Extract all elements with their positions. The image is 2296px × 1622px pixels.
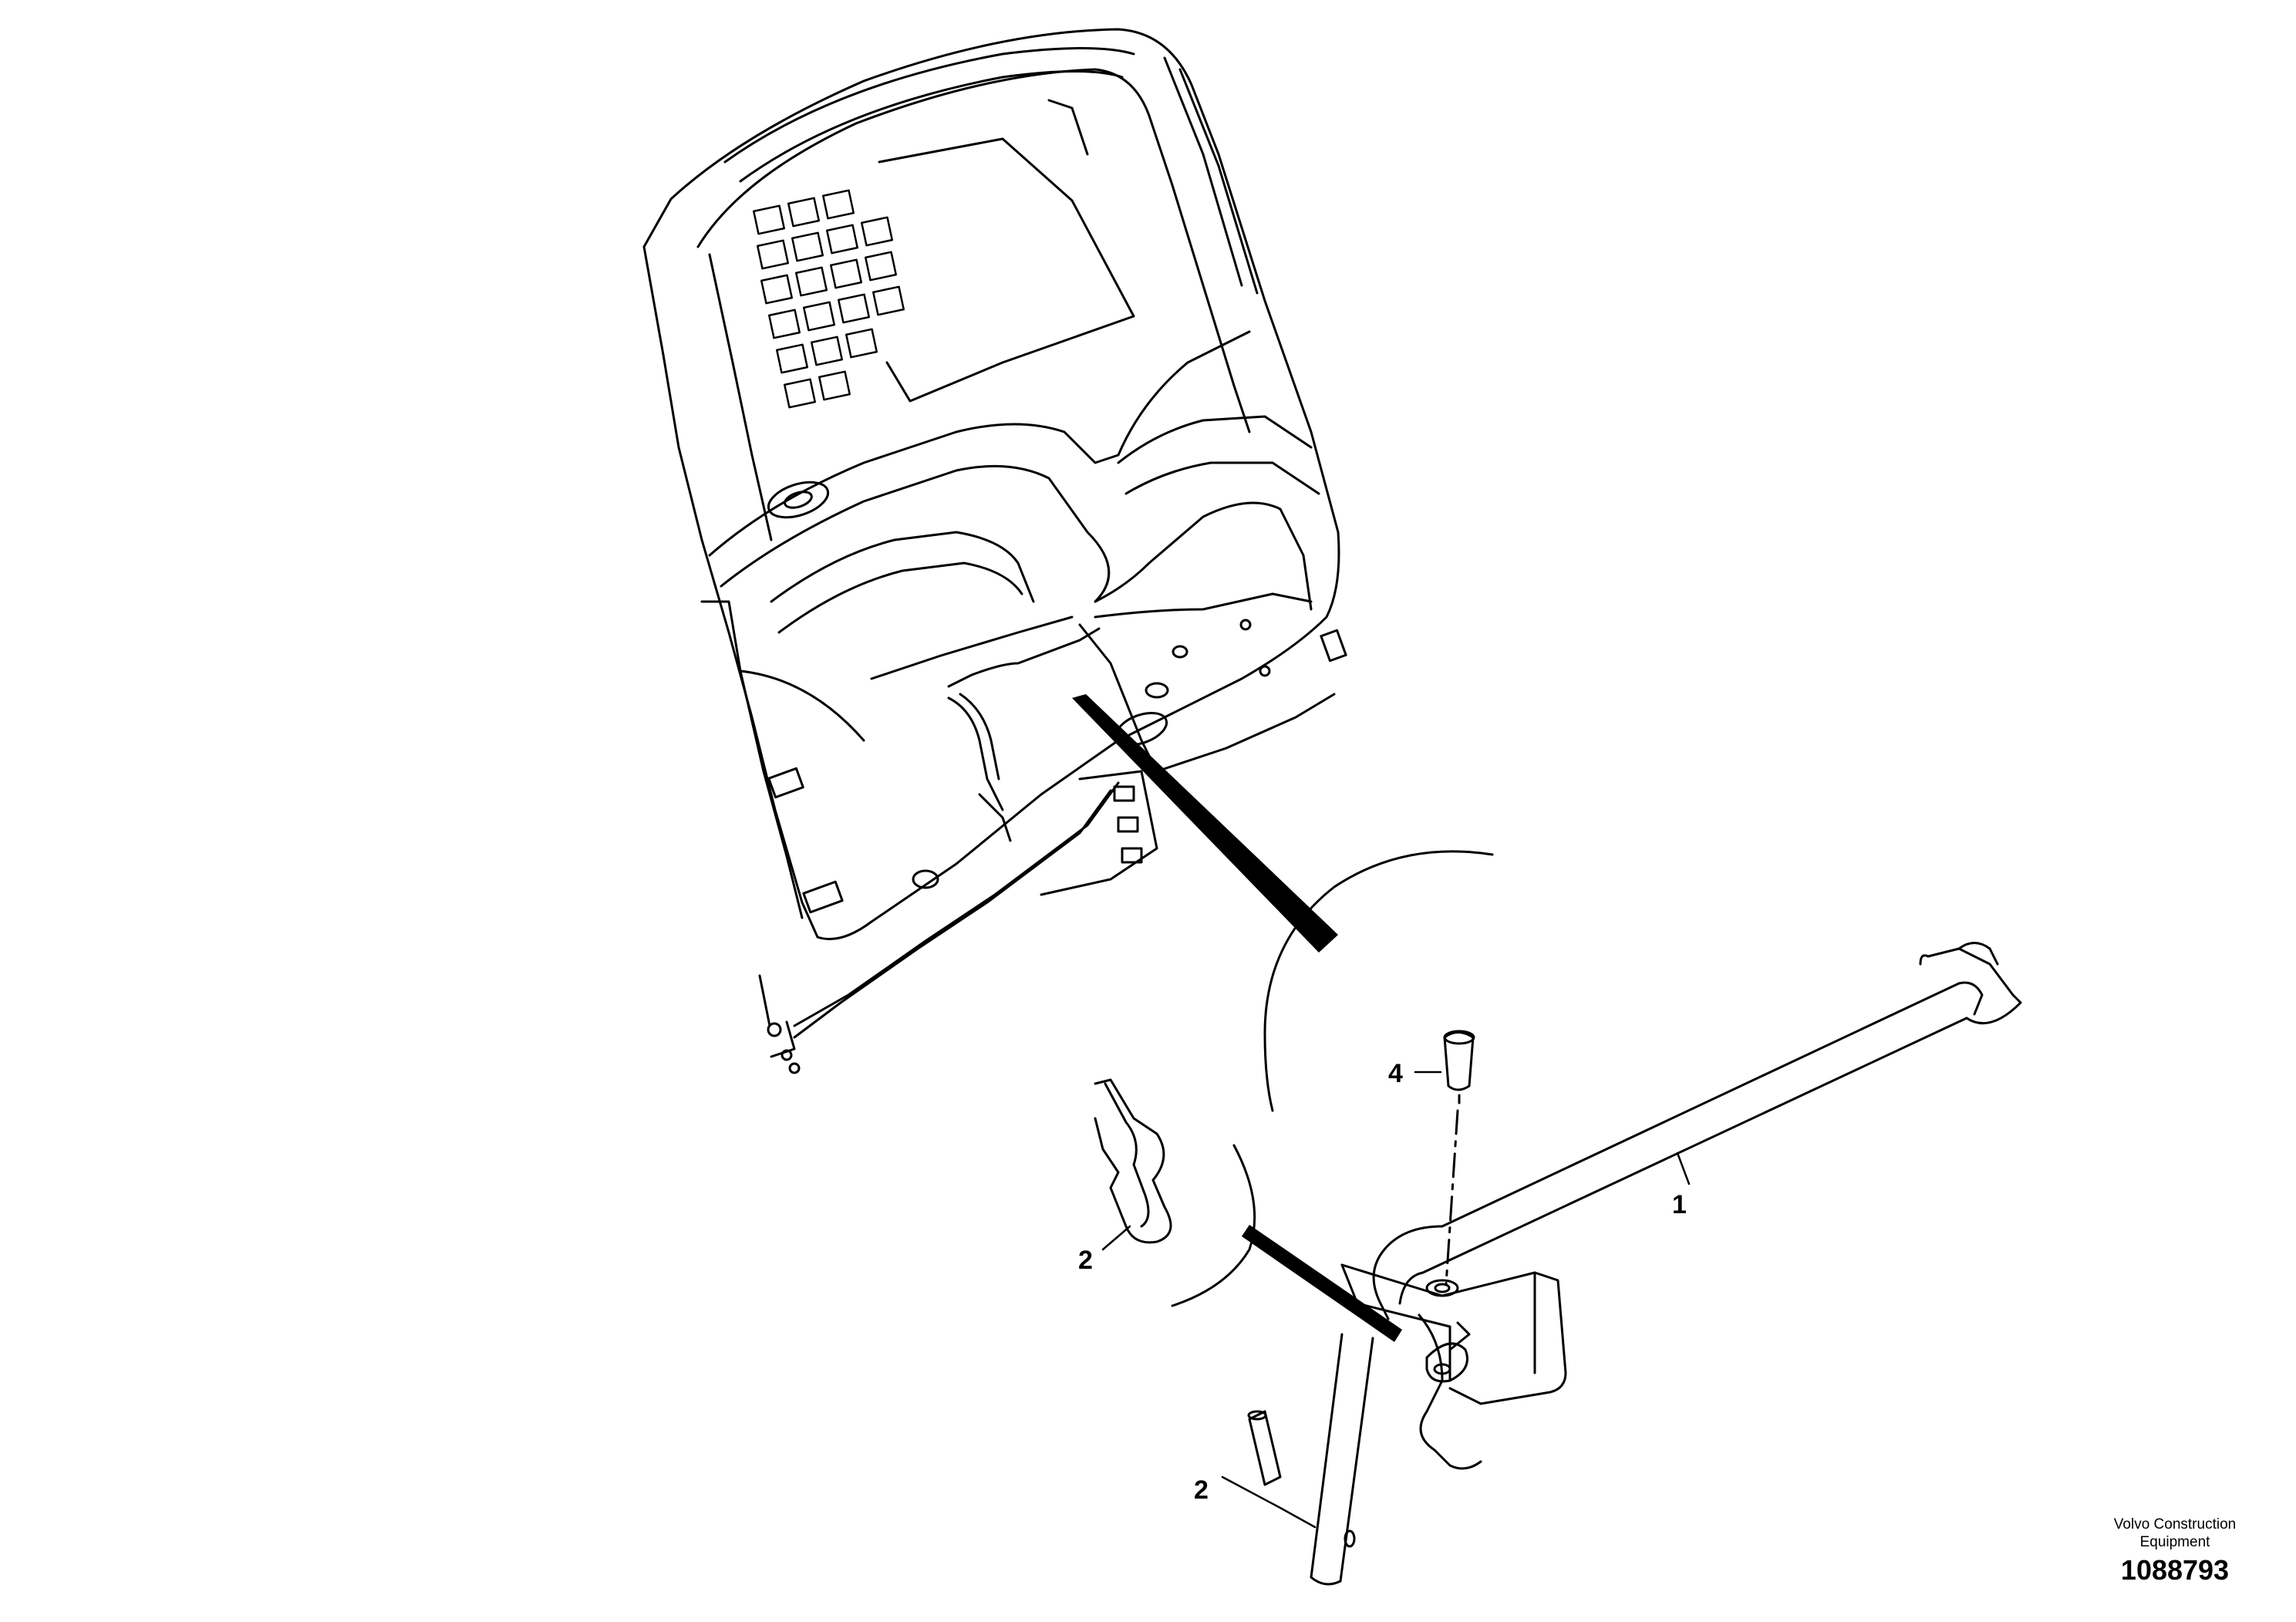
small-pin xyxy=(1247,1410,1282,1486)
publisher-line-1: Volvo Construction xyxy=(2113,1516,2237,1533)
detail-circle-large xyxy=(1263,850,1494,1112)
cap-pin xyxy=(1443,1030,1475,1286)
clip-pointer xyxy=(1242,1225,1402,1342)
document-number: 1088793 xyxy=(2120,1554,2230,1586)
locking-bar xyxy=(1310,942,2022,1586)
callout-part-4: 4 xyxy=(1388,1059,1403,1088)
callout-part-2-pin: 2 xyxy=(1194,1475,1209,1505)
publisher-line-2: Equipment xyxy=(2139,1534,2210,1550)
callout-part-1: 1 xyxy=(1672,1190,1687,1219)
callout-part-2-clip: 2 xyxy=(1078,1246,1093,1275)
leader-2a xyxy=(1101,1225,1131,1251)
detail-circle-small xyxy=(1171,1144,1256,1307)
publisher-label: Volvo Construction Equipment xyxy=(2071,1516,2279,1551)
r-clip xyxy=(1094,1078,1172,1244)
leader-1 xyxy=(1676,1152,1691,1185)
leader-2b xyxy=(1221,1475,1317,1529)
detail-pointer xyxy=(1072,694,1338,953)
cab-assembly xyxy=(642,28,1347,1074)
